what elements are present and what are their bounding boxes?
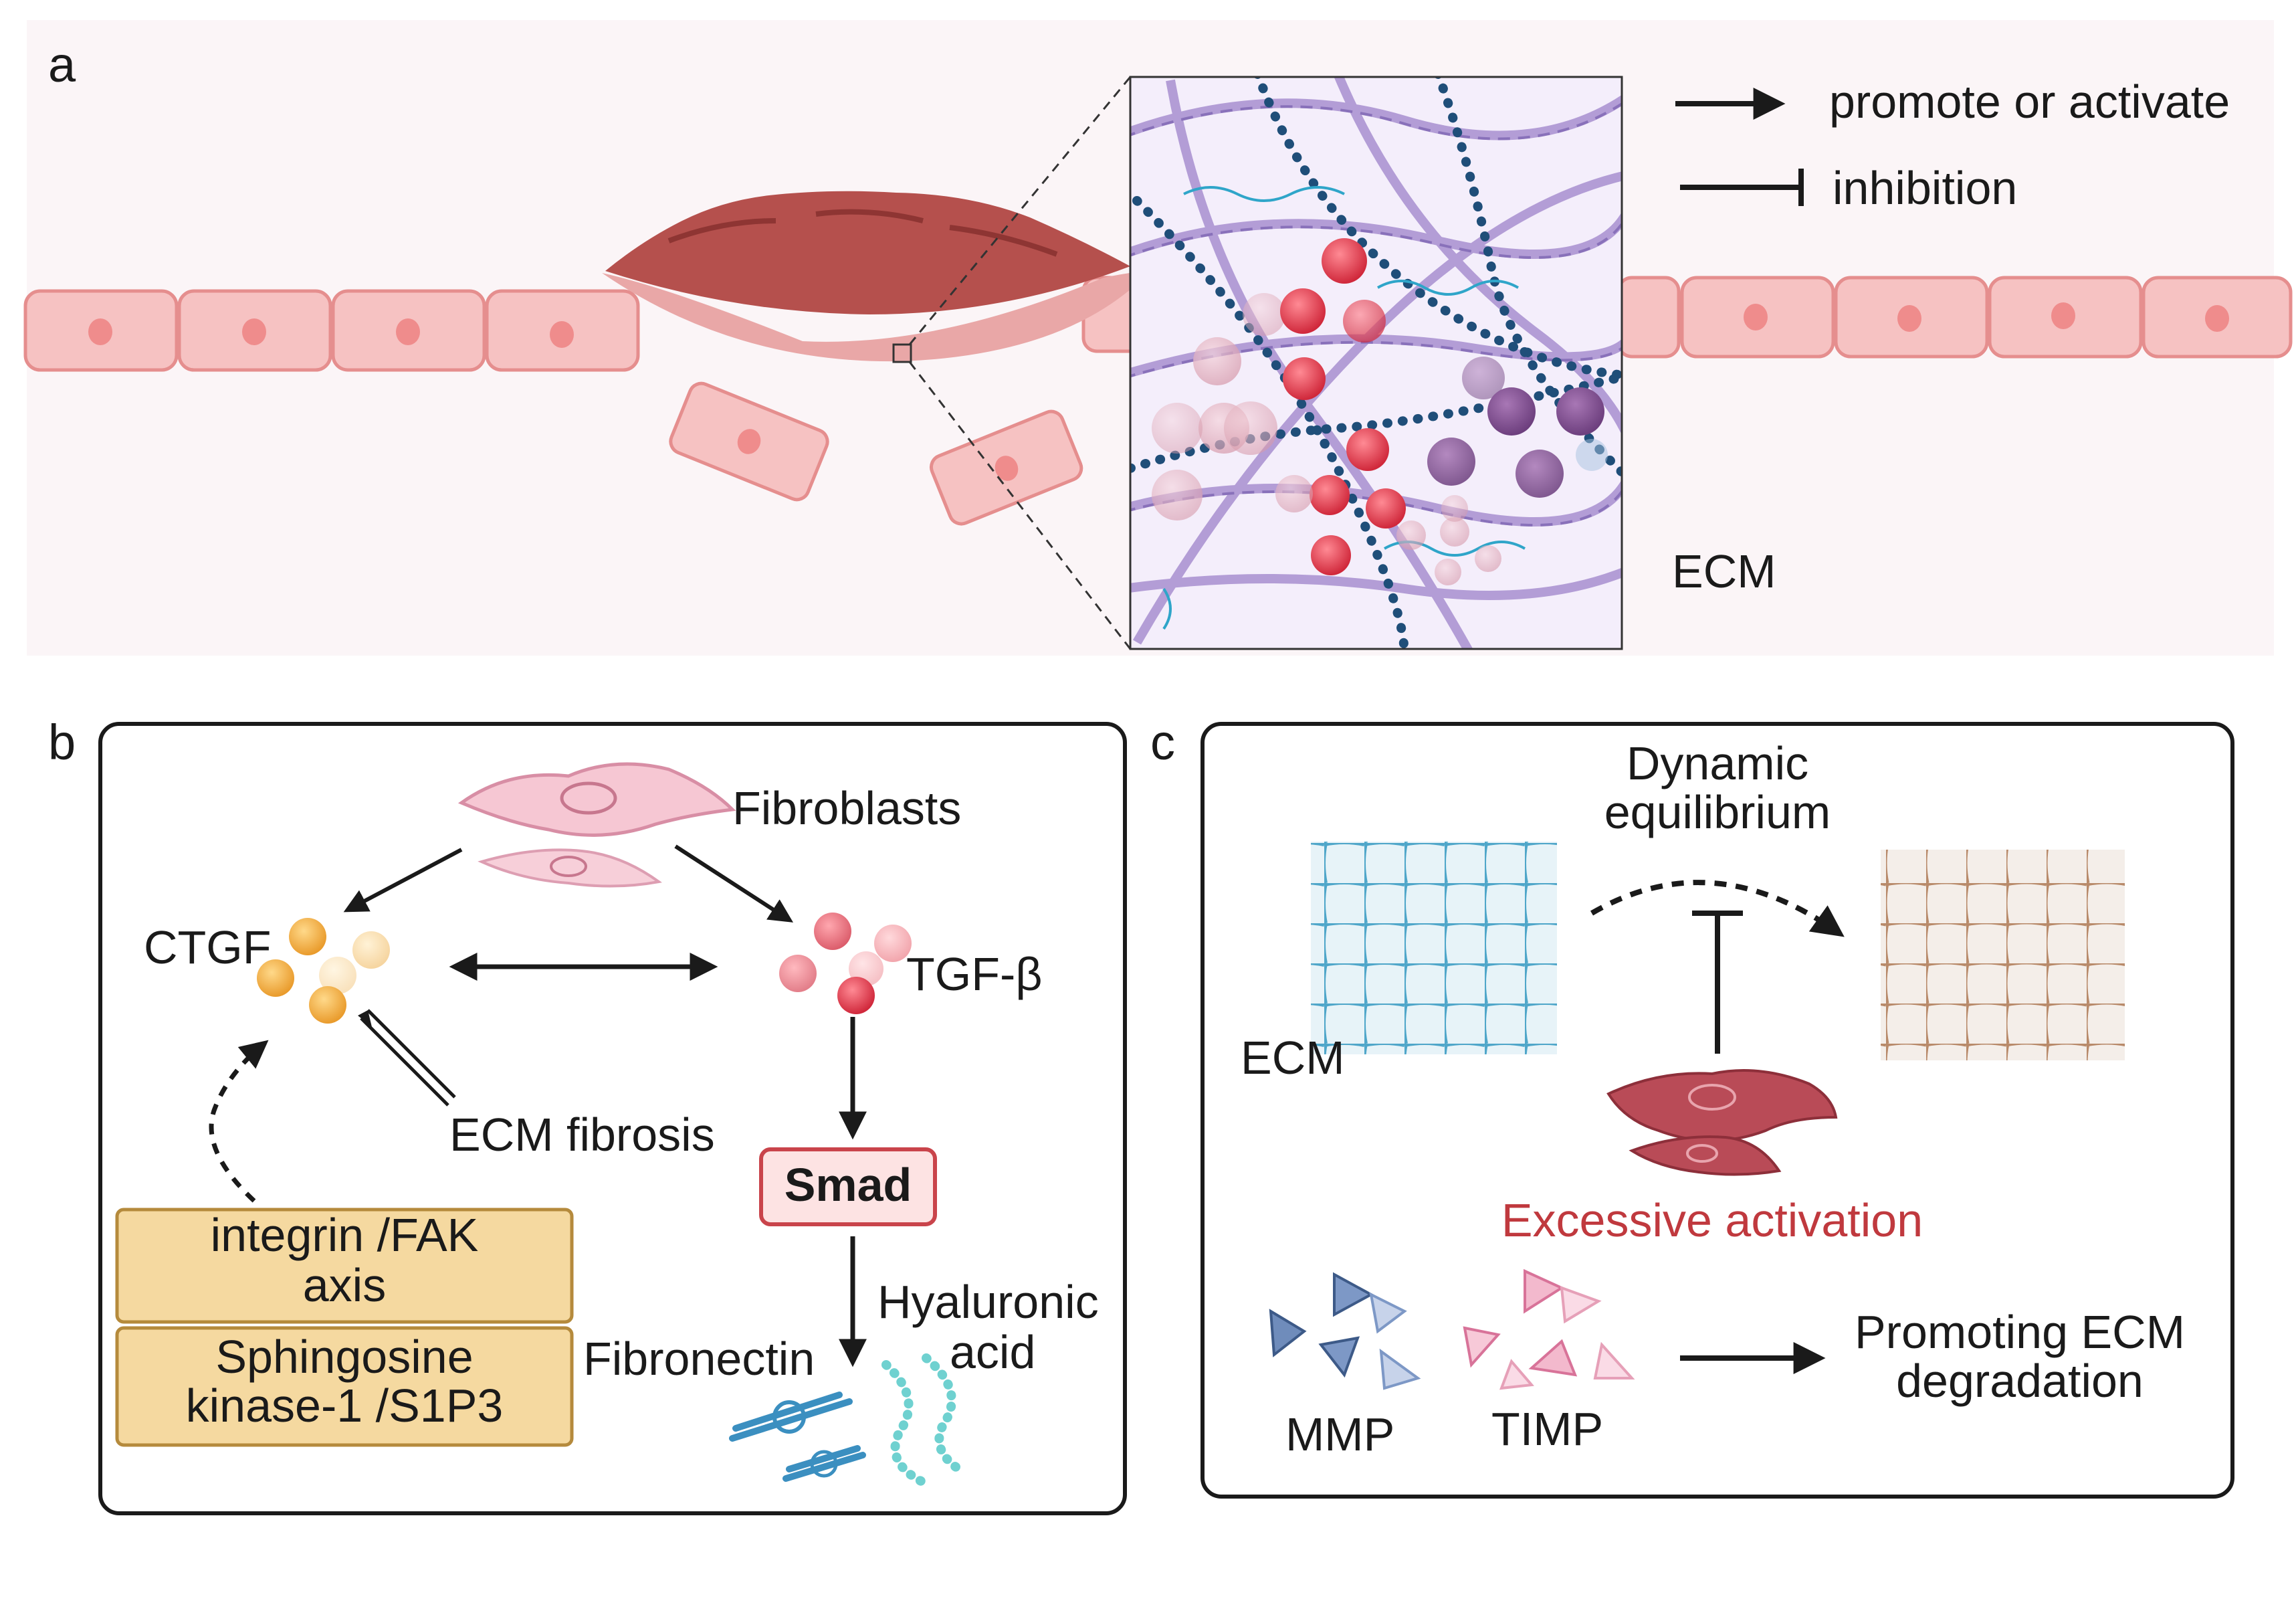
promoting-label-line1: Promoting ECM xyxy=(1855,1306,2185,1358)
integrin-label-line1: integrin /FAK xyxy=(211,1209,479,1261)
legend: promote or activate inhibition xyxy=(1675,76,2230,214)
fibroblasts-label: Fibroblasts xyxy=(732,782,961,834)
panel-c-frame xyxy=(1201,722,2234,1499)
ecm-fibrosis-label: ECM fibrosis xyxy=(449,1109,715,1161)
hyaluronic-label-line2: acid xyxy=(950,1326,1035,1378)
ecm-fibrosis-reaction-arrows xyxy=(358,1009,456,1107)
ecm-inset xyxy=(1129,76,1623,650)
panel-c-letter: c xyxy=(1150,715,1175,770)
mmp-label: MMP xyxy=(1285,1408,1394,1460)
ecm-label-c: ECM xyxy=(1241,1032,1345,1084)
panel-a-letter: a xyxy=(48,37,76,92)
integrin-fak-box xyxy=(115,1208,574,1324)
arrow-fibro-to-ctgf xyxy=(343,848,463,913)
legend-promote-label: promote or activate xyxy=(1829,76,2230,128)
timp-molecules xyxy=(1463,1268,1635,1390)
dynamic-label-line1: Dynamic xyxy=(1627,737,1808,789)
zoom-line-bottom xyxy=(908,361,1132,650)
smad-box xyxy=(759,1147,937,1226)
fibronectin-label: Fibronectin xyxy=(583,1333,815,1385)
ctgf-label: CTGF xyxy=(144,921,272,973)
integrin-label-line2: axis xyxy=(303,1259,386,1311)
sphingosine-label-line1: Sphingosine xyxy=(215,1331,473,1383)
hyaluronic-acid-chains xyxy=(881,1353,968,1490)
fibronectin-molecules xyxy=(729,1392,866,1482)
smad-label: Smad xyxy=(785,1159,912,1211)
dashed-arrow-equilibrium xyxy=(1590,880,1845,937)
ecm-grid-degraded xyxy=(1881,850,2125,1060)
cell-row-right xyxy=(1081,276,2293,359)
ctgf-molecules xyxy=(257,918,390,1024)
zoom-line-top xyxy=(908,76,1132,345)
mmp-molecules xyxy=(1269,1272,1421,1390)
hyaluronic-label-line1: Hyaluronic xyxy=(877,1276,1099,1328)
sphingosine-box xyxy=(115,1326,574,1447)
legend-inhibit-label: inhibition xyxy=(1833,162,2017,214)
wound-lesion xyxy=(602,191,1150,362)
excessive-activation-label: Excessive activation xyxy=(1501,1194,1923,1246)
sphingosine-label-line2: kinase-1 /S1P3 xyxy=(186,1379,504,1432)
dynamic-label-line2: equilibrium xyxy=(1604,786,1831,838)
tgf-molecules xyxy=(779,913,912,1014)
tgf-label: TGF-β xyxy=(906,948,1043,1000)
zoom-box xyxy=(892,343,912,363)
arrow-fibro-to-tgf xyxy=(674,844,794,923)
ecm-label: ECM xyxy=(1672,545,1776,597)
ecm-grid-intact xyxy=(1311,842,1557,1054)
panel-b-letter: b xyxy=(48,715,76,770)
dashed-arrow-integrin-to-ctgf xyxy=(209,1040,269,1203)
activated-fibroblasts xyxy=(1606,1069,1838,1176)
fibroblast-cells xyxy=(457,762,736,888)
promoting-label-line2: degradation xyxy=(1896,1355,2144,1407)
displaced-cells xyxy=(669,381,1083,526)
timp-label: TIMP xyxy=(1491,1403,1603,1455)
cell-row-left xyxy=(23,289,640,372)
panel-b-frame xyxy=(98,722,1127,1515)
